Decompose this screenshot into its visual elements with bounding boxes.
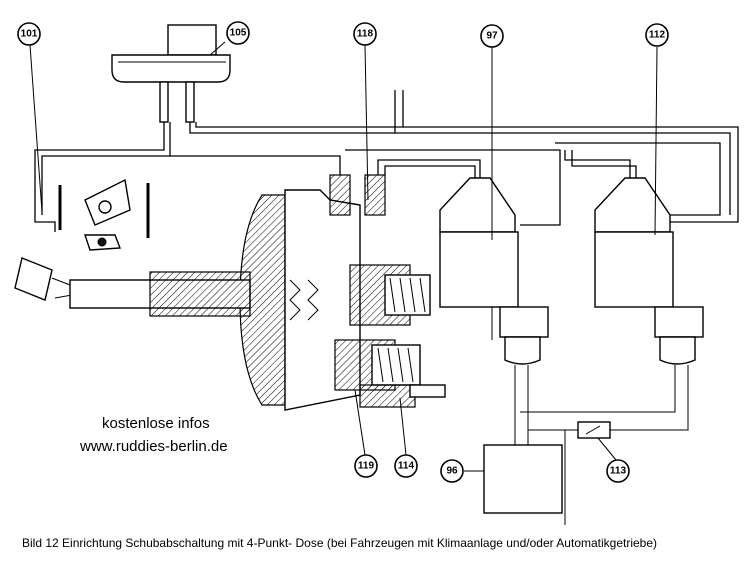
valve-112	[594, 177, 704, 365]
actuator-assembly	[69, 174, 446, 411]
svg-text:113: 113	[610, 466, 627, 477]
figure-caption: Bild 12 Einrichtung Schubabschaltung mit…	[22, 536, 658, 550]
relay-113	[577, 421, 611, 439]
callout-97: 97	[480, 24, 504, 48]
callout-101: 101	[17, 22, 41, 46]
vacuum-pipes	[34, 90, 739, 226]
throttle-linkage-101	[14, 178, 150, 301]
callout-112: 112	[645, 23, 669, 47]
callout-105: 105	[226, 21, 250, 45]
svg-text:114: 114	[398, 461, 415, 472]
callout-113: 113	[606, 459, 630, 483]
watermark-line-2: www.ruddies-berlin.de	[80, 438, 228, 455]
wiring	[514, 365, 689, 525]
svg-text:96: 96	[446, 466, 458, 477]
svg-text:97: 97	[486, 31, 498, 42]
callout-96: 96	[440, 459, 464, 483]
svg-text:105: 105	[230, 28, 247, 39]
leader-lines	[29, 41, 658, 472]
vacuum-unit-105	[111, 24, 231, 123]
callout-114: 114	[394, 454, 418, 478]
svg-text:112: 112	[649, 30, 666, 41]
valve-97	[439, 177, 549, 365]
svg-text:119: 119	[358, 461, 375, 472]
callout-118: 118	[353, 22, 377, 46]
watermark-line-1: kostenlose infos	[102, 415, 210, 432]
svg-text:118: 118	[357, 29, 374, 40]
control-unit-96	[483, 444, 563, 514]
svg-text:101: 101	[21, 29, 38, 40]
callout-119: 119	[354, 454, 378, 478]
